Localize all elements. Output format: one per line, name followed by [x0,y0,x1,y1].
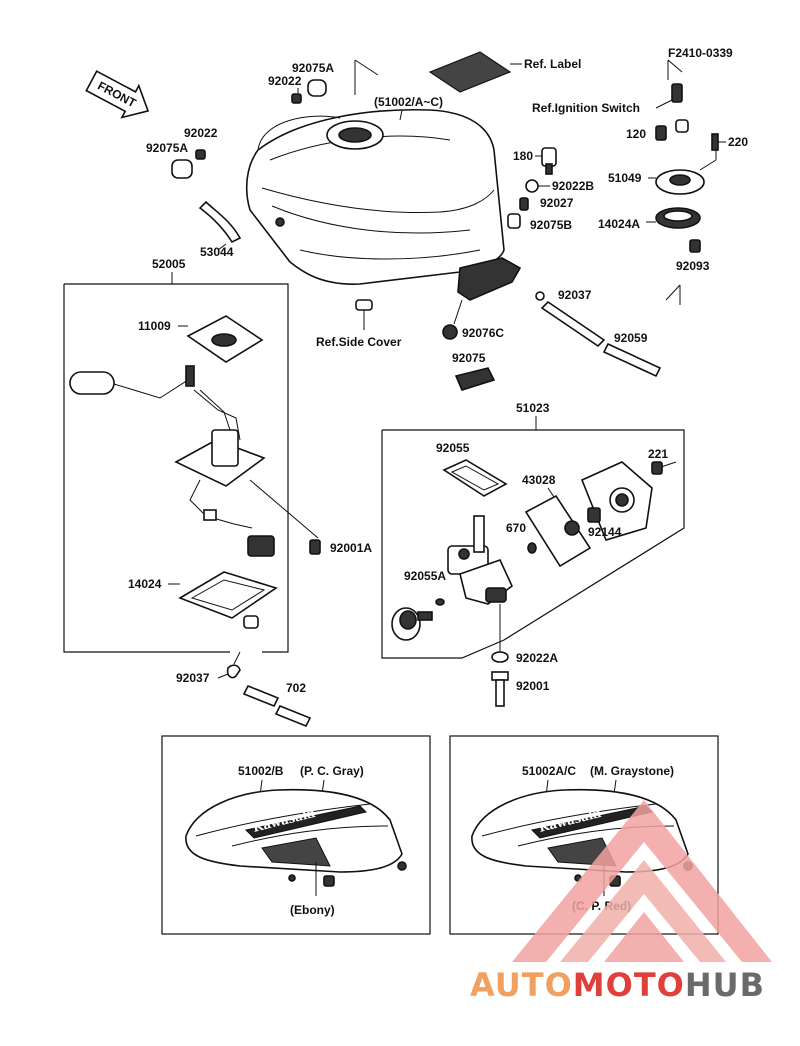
front-arrow-icon: FRONT [85,70,150,119]
watermark-part-moto: MOTO [573,966,685,1004]
tank-variant-left: Kawasaki [185,788,407,887]
tank-ref-label: (51002/A~C) [374,95,443,109]
part-92144: 92144 [588,525,622,539]
watermark-logo [512,800,772,962]
part-92059: 92059 [614,331,648,345]
part-43028: 43028 [522,473,556,487]
part-51049: 51049 [608,171,642,185]
part-180: 180 [513,149,533,163]
part-92022-left: 92022 [184,126,218,140]
part-11009: 11009 [138,319,171,333]
variant-right-color-top: (M. Graystone) [590,764,674,778]
variant-right-code: 51002A/C [522,764,576,778]
part-92022B: 92022B [552,179,594,193]
part-92093: 92093 [676,259,710,273]
part-221: 221 [648,447,668,461]
part-92075A-top: 92075A [292,61,334,75]
part-92027: 92027 [540,196,574,210]
part-670: 670 [506,521,526,535]
part-14024: 14024 [128,577,162,591]
part-92075B: 92075B [530,218,572,232]
variant-left-color-top: (P. C. Gray) [300,764,364,778]
part-92022-top: 92022 [268,74,302,88]
watermark-part-hub: HUB [685,966,765,1004]
variant-left-color-bottom: (Ebony) [290,903,335,917]
part-92055A: 92055A [404,569,446,583]
fuel-cock-body [447,515,513,605]
part-220: 220 [728,135,748,149]
watermark-part-auto: AUTO [470,966,573,1004]
fuel-tank [245,108,522,301]
part-702: 702 [286,681,306,695]
variant-box-left [161,735,431,935]
part-92022A: 92022A [516,651,558,665]
part-92055: 92055 [436,441,470,455]
part-14024A: 14024A [598,217,640,231]
diagram-code: F2410-0339 [668,46,733,60]
part-92001A: 92001A [330,541,372,555]
part-53044: 53044 [200,245,234,259]
part-92075: 92075 [452,351,486,365]
part-92075A-left: 92075A [146,141,188,155]
ref-side-cover-caption: Ref.Side Cover [316,335,402,349]
part-120: 120 [626,127,646,141]
part-92037-top: 92037 [558,288,592,302]
ref-label-caption: Ref. Label [524,57,581,71]
watermark-text: AUTOMOTOHUB [470,966,765,1004]
part-51023: 51023 [516,401,550,415]
ref-label-sticker [428,51,522,93]
part-92037-bottom: 92037 [176,671,210,685]
part-52005: 52005 [152,257,186,271]
part-92001: 92001 [516,679,550,693]
part-92076C: 92076C [462,326,504,340]
ref-ignition-caption: Ref.Ignition Switch [532,101,640,115]
variant-left-code: 51002/B [238,764,284,778]
